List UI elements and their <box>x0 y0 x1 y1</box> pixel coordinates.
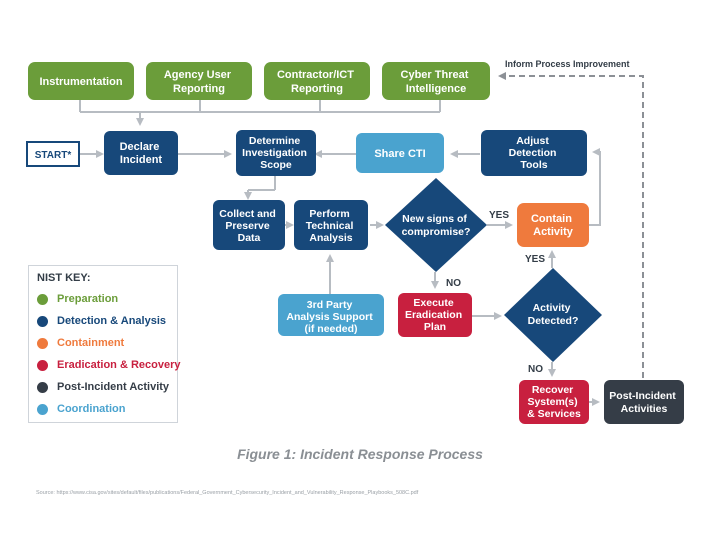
edge-label-no-activity: NO <box>528 364 543 375</box>
source-citation: Source: https://www.cisa.gov/sites/defau… <box>36 490 419 496</box>
edge-label-no-newsigns: NO <box>446 278 461 289</box>
connectors <box>79 100 601 406</box>
key-label-preparation: Preparation <box>57 293 119 305</box>
node-determine-scope-label: Determine Investigation Scope <box>242 135 310 171</box>
node-instrumentation: Instrumentation <box>28 62 134 100</box>
key-item-eradication-recovery: Eradication & Recovery <box>37 358 181 372</box>
node-third-party-support: 3rd Party Analysis Support (if needed) <box>278 294 384 336</box>
node-new-signs-diamond: New signs of compromise? <box>385 178 487 272</box>
node-start: START* <box>26 141 80 167</box>
key-item-preparation: Preparation <box>37 292 118 306</box>
node-collect-preserve-data-label: Collect and Preserve Data <box>219 208 279 244</box>
node-collect-preserve-data: Collect and Preserve Data <box>213 200 285 250</box>
node-execute-eradication-plan-label: Execute Eradication Plan <box>405 297 465 333</box>
key-dot-detection-analysis <box>37 315 48 327</box>
edge-contain-adjust <box>588 148 601 226</box>
node-contractor-ict-reporting-label: Contractor/ICT Reporting <box>277 69 357 95</box>
edge-inform-process-improvement <box>498 72 644 378</box>
node-perform-technical-analysis: Perform Technical Analysis <box>294 200 368 250</box>
key-label-detection-analysis: Detection & Analysis <box>57 315 167 327</box>
node-cyber-threat-intelligence-label: Cyber Threat Intelligence <box>401 69 472 95</box>
node-determine-scope: Determine Investigation Scope <box>236 130 316 176</box>
inform-process-improvement-label: Inform Process Improvement <box>505 59 630 69</box>
key-label-post-incident: Post-Incident Activity <box>57 381 170 393</box>
node-recover-systems-label: Recover System(s) & Services <box>527 384 581 420</box>
node-contractor-ict-reporting: Contractor/ICT Reporting <box>264 62 370 100</box>
node-contain-activity: Contain Activity <box>517 203 589 247</box>
node-declare-incident-label: Declare Incident <box>120 141 163 166</box>
key-item-containment: Containment <box>37 336 124 350</box>
node-start-label: START* <box>35 150 72 161</box>
node-activity-detected-label: Activity Detected? <box>528 302 579 327</box>
key-dot-coordination <box>37 403 48 415</box>
key-item-detection-analysis: Detection & Analysis <box>37 314 166 328</box>
node-share-cti: Share CTI <box>356 133 444 173</box>
node-activity-detected-diamond: Activity Detected? <box>504 268 602 362</box>
node-recover-systems: Recover System(s) & Services <box>519 380 589 424</box>
edge-label-yes-activity: YES <box>525 254 545 265</box>
node-post-incident-activities: Post-Incident Activities <box>604 380 684 424</box>
key-label-coordination: Coordination <box>57 403 126 415</box>
node-adjust-detection-tools: Adjust Detection Tools <box>481 130 587 176</box>
node-adjust-detection-tools-label: Adjust Detection Tools <box>509 135 560 171</box>
node-contain-activity-label: Contain Activity <box>531 213 575 238</box>
nist-key: NIST KEY: Preparation Detection & Analys… <box>28 265 181 423</box>
figure-caption: Figure 1: Incident Response Process <box>237 446 483 462</box>
key-dot-preparation <box>37 293 48 305</box>
key-item-post-incident: Post-Incident Activity <box>37 380 169 394</box>
node-execute-eradication-plan: Execute Eradication Plan <box>398 293 472 337</box>
node-share-cti-label: Share CTI <box>374 148 425 160</box>
edge-label-yes-newsigns: YES <box>489 210 509 221</box>
key-label-eradication-recovery: Eradication & Recovery <box>57 359 181 371</box>
key-dot-eradication-recovery <box>37 359 48 371</box>
node-third-party-support-label: 3rd Party Analysis Support (if needed) <box>286 299 375 335</box>
node-post-incident-activities-label: Post-Incident Activities <box>609 390 678 415</box>
node-cyber-threat-intelligence: Cyber Threat Intelligence <box>382 62 490 100</box>
key-item-coordination: Coordination <box>37 402 125 416</box>
key-dot-containment <box>37 337 48 349</box>
node-instrumentation-label: Instrumentation <box>39 76 122 88</box>
node-perform-technical-analysis-label: Perform Technical Analysis <box>306 208 357 244</box>
node-new-signs-label: New signs of compromise? <box>402 213 471 238</box>
key-label-containment: Containment <box>57 337 125 349</box>
node-agency-user-reporting-label: Agency User Reporting <box>164 69 234 95</box>
node-declare-incident: Declare Incident <box>104 131 178 175</box>
nist-key-title: NIST KEY: <box>37 272 91 284</box>
key-dot-post-incident <box>37 381 48 393</box>
node-agency-user-reporting: Agency User Reporting <box>146 62 252 100</box>
